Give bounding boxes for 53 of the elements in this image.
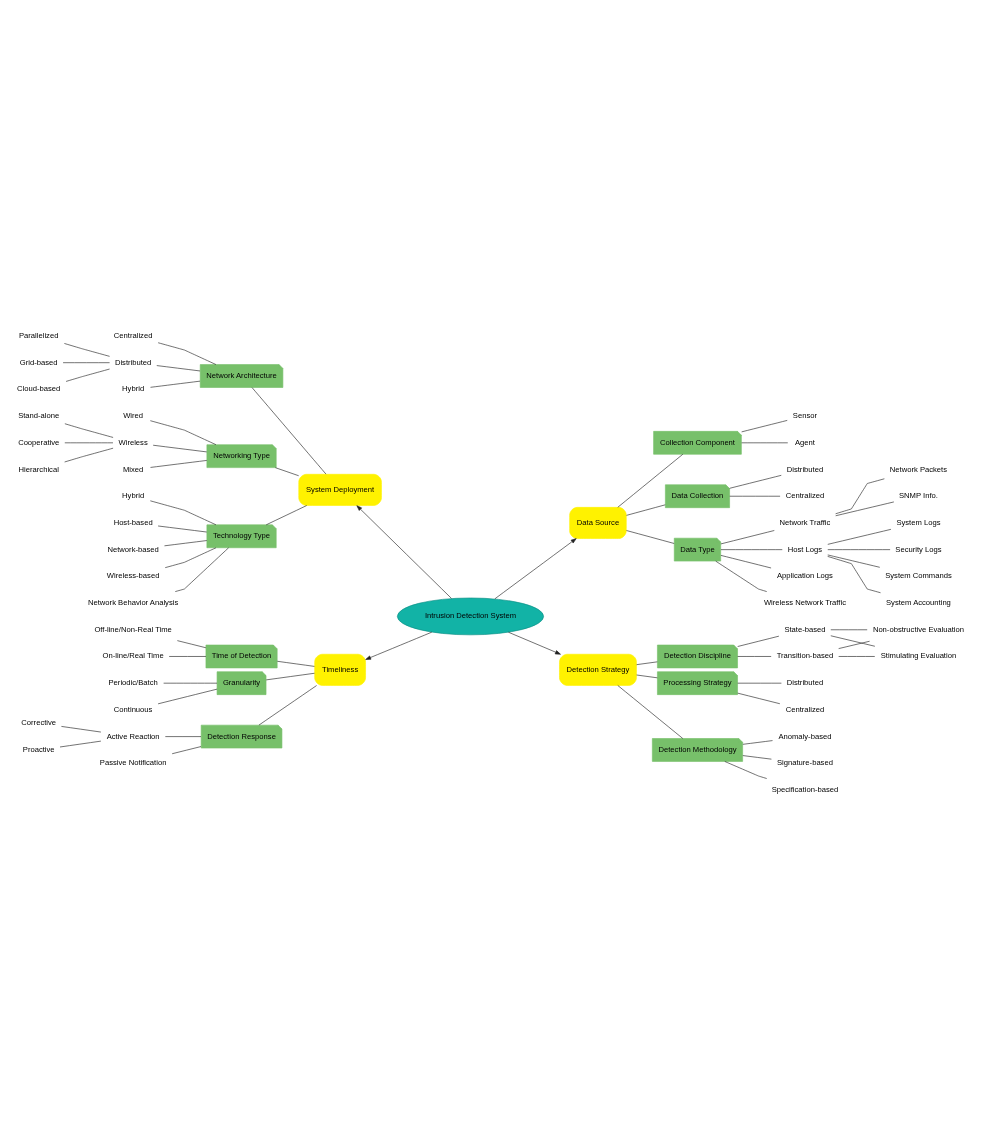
connector bbox=[838, 656, 876, 657]
connector bbox=[830, 635, 876, 647]
connector bbox=[251, 387, 327, 475]
connector bbox=[742, 755, 772, 760]
connector bbox=[277, 660, 315, 667]
connector bbox=[150, 500, 217, 526]
connector bbox=[258, 685, 317, 726]
connector bbox=[150, 380, 201, 388]
connector bbox=[827, 556, 881, 594]
connector bbox=[165, 736, 202, 737]
connector bbox=[636, 661, 658, 665]
connector bbox=[156, 365, 201, 372]
connector bbox=[617, 453, 684, 508]
connector bbox=[835, 501, 895, 517]
connector bbox=[720, 530, 775, 545]
arrow bbox=[365, 631, 433, 660]
arrow bbox=[508, 631, 561, 655]
connector bbox=[729, 475, 782, 489]
connector bbox=[265, 672, 315, 681]
connector bbox=[64, 343, 110, 357]
connector bbox=[164, 540, 208, 547]
connector bbox=[835, 478, 885, 515]
connector bbox=[157, 342, 217, 365]
connector bbox=[157, 688, 218, 705]
connector bbox=[65, 368, 110, 382]
connector bbox=[724, 761, 768, 779]
connector bbox=[64, 423, 114, 438]
connector bbox=[275, 467, 299, 477]
connector bbox=[737, 635, 780, 647]
connector bbox=[838, 640, 870, 649]
connector bbox=[742, 740, 773, 745]
connector bbox=[617, 685, 684, 739]
connector bbox=[150, 420, 217, 445]
connector bbox=[626, 530, 675, 544]
connector bbox=[827, 554, 881, 568]
arrow bbox=[494, 538, 577, 600]
arrow bbox=[356, 505, 452, 599]
connector bbox=[626, 504, 666, 516]
connector bbox=[157, 525, 208, 533]
connector bbox=[737, 656, 772, 657]
connector bbox=[636, 674, 658, 679]
connector bbox=[152, 444, 208, 453]
connector bbox=[827, 529, 892, 545]
connector bbox=[715, 560, 768, 592]
connector bbox=[168, 656, 207, 657]
connector bbox=[64, 447, 114, 463]
connector bbox=[150, 460, 208, 468]
connector bbox=[174, 547, 229, 592]
connector bbox=[164, 547, 217, 568]
connector bbox=[265, 505, 308, 526]
connector bbox=[61, 726, 102, 733]
connector bbox=[59, 740, 102, 748]
connector bbox=[720, 555, 772, 569]
